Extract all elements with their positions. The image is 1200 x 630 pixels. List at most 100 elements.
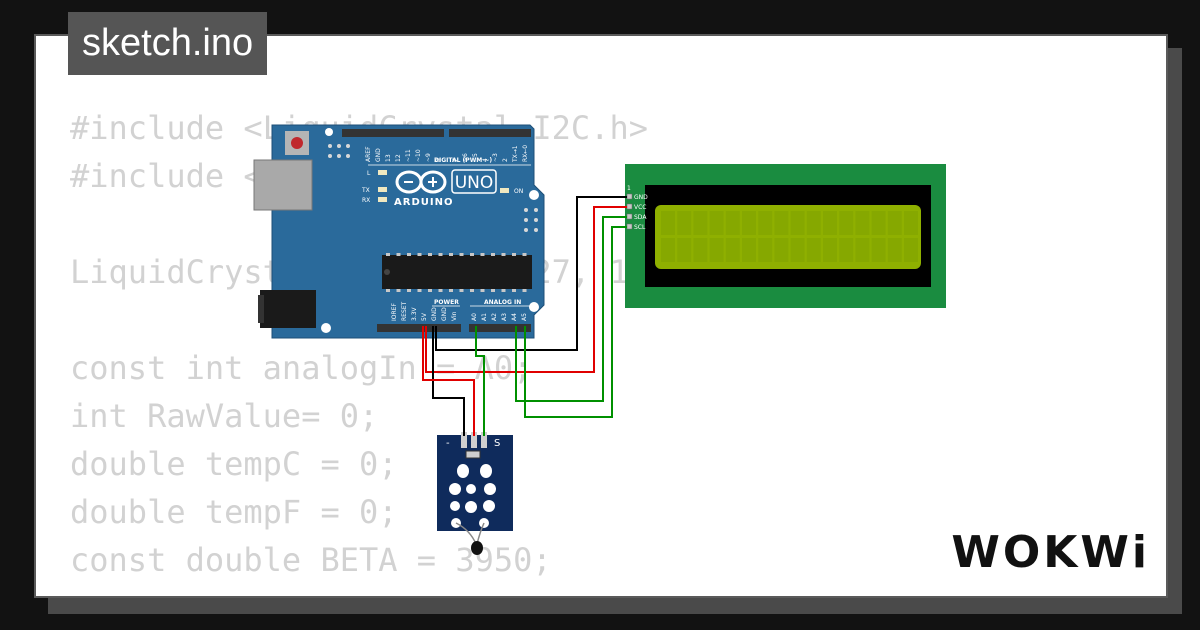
wire-lcd-vcc[interactable] bbox=[425, 206, 627, 373]
lcd-cell bbox=[661, 238, 675, 262]
digital-pin-label: AREF bbox=[365, 146, 372, 162]
analog-pin-label: A0 bbox=[471, 313, 478, 321]
chip-pin bbox=[480, 253, 485, 256]
power-pin-label: Vin bbox=[451, 311, 458, 321]
lcd-cell bbox=[871, 211, 886, 235]
power-pin-label: 3.3V bbox=[411, 306, 418, 321]
digital-pin-label: 13 bbox=[385, 154, 392, 162]
chip-pin bbox=[396, 253, 401, 256]
power-pin-label: GND bbox=[441, 307, 448, 321]
lcd-cell bbox=[806, 211, 821, 235]
lcd-cell bbox=[758, 211, 773, 235]
wires[interactable] bbox=[422, 196, 627, 436]
digital-pin-label: ~9 bbox=[425, 153, 432, 162]
analog-pin-label: A2 bbox=[491, 313, 498, 321]
lcd-cell bbox=[742, 238, 756, 262]
analog-pin-label: A4 bbox=[511, 313, 518, 321]
lcd-pin-gnd: GND bbox=[634, 194, 648, 201]
code-line: const double BETA = 3950; bbox=[70, 541, 552, 579]
board-leds bbox=[378, 170, 509, 202]
lcd-pin-vcc: VCC bbox=[634, 204, 646, 211]
wire-lcd-scl[interactable] bbox=[524, 226, 627, 418]
file-tab-label: sketch.ino bbox=[82, 22, 254, 64]
led-label-on: ON bbox=[514, 188, 523, 195]
digital-pin-label: TX→1 bbox=[512, 145, 519, 163]
lcd-pin-sda: SDA bbox=[634, 214, 647, 221]
wire-sensor-signal[interactable] bbox=[475, 326, 485, 436]
chip-pin bbox=[396, 289, 401, 292]
digital-pin-header[interactable] bbox=[342, 129, 531, 137]
lcd-cell bbox=[823, 238, 837, 262]
wire-sensor-vcc[interactable] bbox=[422, 326, 475, 436]
arduino-infinity-logo bbox=[395, 170, 447, 194]
chip-pin bbox=[512, 253, 516, 256]
power-pin-label: GND bbox=[431, 307, 438, 321]
digital-pin-label: 4 bbox=[482, 158, 489, 162]
code-line: double tempC = 0; bbox=[70, 445, 398, 483]
chip-pin bbox=[417, 289, 422, 292]
lcd-cell bbox=[758, 238, 773, 262]
lcd-cell bbox=[709, 211, 724, 235]
chip-pin bbox=[491, 289, 495, 292]
chip-pin bbox=[407, 289, 411, 292]
lcd-pin-scl: SCL bbox=[634, 224, 646, 231]
lcd-cell bbox=[871, 238, 886, 262]
chip-pin bbox=[470, 253, 474, 256]
lcd-cell bbox=[887, 211, 902, 235]
lcd-cell bbox=[742, 211, 756, 235]
wire-lcd-sda[interactable] bbox=[515, 216, 627, 402]
microcontroller-chip bbox=[382, 255, 532, 289]
power-pin-label: IOREF bbox=[391, 303, 398, 321]
lcd-cell bbox=[839, 211, 854, 235]
chip-pin bbox=[438, 289, 443, 292]
code-line: double tempF = 0; bbox=[70, 493, 398, 531]
led-label-rx: RX bbox=[362, 197, 370, 204]
power-jack bbox=[260, 290, 316, 328]
lcd-1602-i2c[interactable]: 1 GND VCC SDA SCL bbox=[625, 164, 946, 308]
power-pin-header[interactable] bbox=[377, 324, 461, 332]
lcd-cell bbox=[709, 238, 724, 262]
digital-pin-label: ~5 bbox=[472, 153, 479, 162]
chip-pin bbox=[522, 289, 527, 292]
reset-button-cap bbox=[291, 137, 303, 149]
chip-pin bbox=[470, 289, 474, 292]
chip-pin bbox=[480, 289, 485, 292]
analog-pin-label: A5 bbox=[521, 313, 528, 321]
chip-pin bbox=[386, 289, 390, 292]
lcd-cell bbox=[774, 238, 789, 262]
sensor-pin-minus: - bbox=[446, 438, 450, 449]
wire-lcd-gnd[interactable] bbox=[435, 196, 627, 351]
lcd-cell bbox=[823, 211, 837, 235]
analog-pin-header[interactable] bbox=[469, 324, 531, 332]
board-model: UNO bbox=[455, 173, 494, 193]
usb-port bbox=[253, 159, 313, 211]
chip-pin bbox=[449, 289, 453, 292]
digital-label: DIGITAL (PWM ~) bbox=[434, 157, 492, 164]
chip-pin bbox=[512, 289, 516, 292]
power-label: POWER bbox=[434, 299, 459, 306]
lcd-cell bbox=[693, 211, 708, 235]
analog-pin-label: A1 bbox=[481, 313, 488, 321]
thermistor-bead bbox=[471, 541, 483, 555]
file-tab[interactable]: sketch.ino bbox=[68, 12, 268, 75]
lcd-cell bbox=[790, 238, 805, 262]
chip-pin bbox=[428, 289, 432, 292]
digital-pin-label: 8 bbox=[435, 158, 442, 162]
lcd-cell bbox=[904, 211, 918, 235]
chip-pin bbox=[459, 289, 464, 292]
chip-pin bbox=[449, 253, 453, 256]
digital-pin-label: 7 bbox=[452, 158, 459, 162]
ntc-temperature-sensor[interactable]: - S bbox=[437, 432, 513, 555]
led-label-l: L bbox=[367, 170, 371, 177]
analog-label: ANALOG IN bbox=[484, 299, 521, 306]
chip-pin bbox=[386, 253, 390, 256]
chip-pin bbox=[417, 253, 422, 256]
wire-sensor-gnd[interactable] bbox=[432, 326, 465, 436]
lcd-cell bbox=[855, 238, 870, 262]
digital-pin-label: ~10 bbox=[415, 149, 422, 162]
digital-pin-label: GND bbox=[375, 148, 382, 162]
